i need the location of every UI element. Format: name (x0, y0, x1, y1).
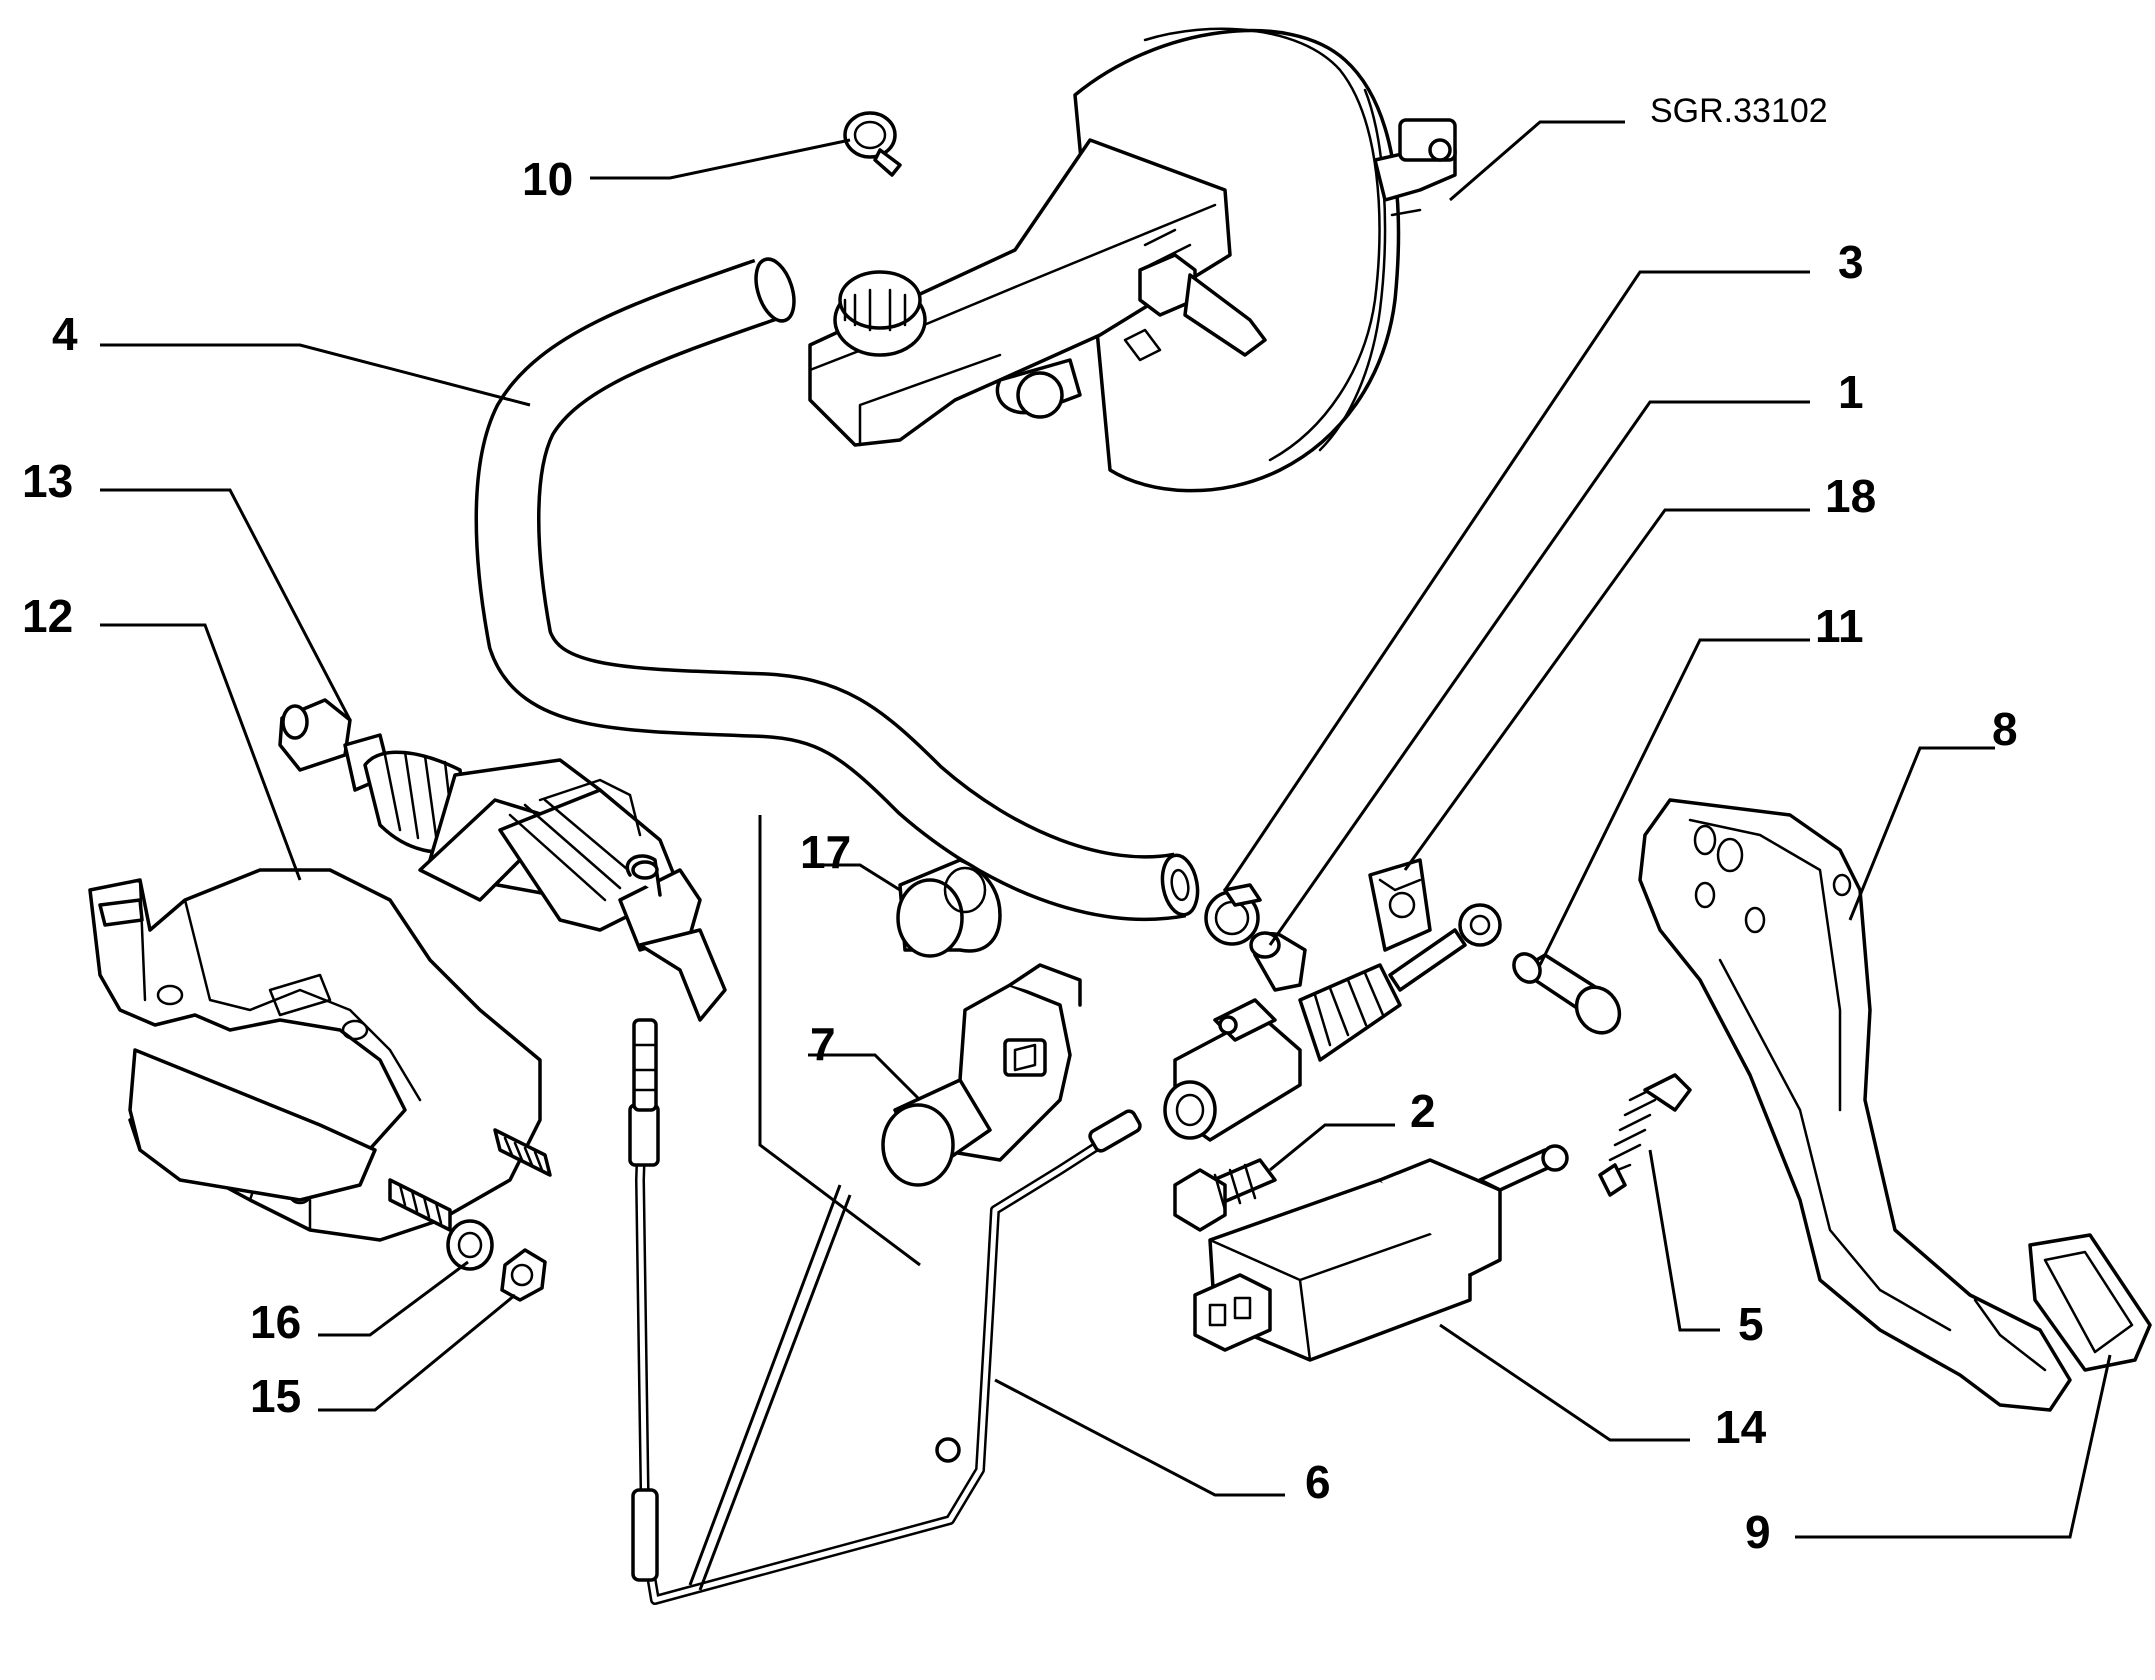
callout-1: 1 (1838, 366, 1864, 418)
callout-12: 12 (22, 590, 73, 642)
bracket-7 (881, 963, 1082, 1187)
spring-nut-18 (1368, 858, 1432, 952)
leader-lines (100, 120, 2112, 1591)
callout-9: 9 (1745, 1506, 1771, 1558)
callout-13: 13 (22, 455, 73, 507)
hose-clip-10 (843, 111, 902, 177)
callout-8: 8 (1992, 703, 2018, 755)
pedal-switch-14 (1193, 1144, 1569, 1362)
slave-cylinder-13 (278, 698, 727, 1022)
callout-3: 3 (1838, 236, 1864, 288)
callout-15: 15 (250, 1370, 301, 1422)
callout-6: 6 (1305, 1456, 1331, 1508)
callout-5: 5 (1738, 1298, 1764, 1350)
nut-15 (500, 1248, 547, 1302)
pedal-pad-9 (2028, 1233, 2152, 1372)
callout-11: 11 (1815, 600, 1864, 652)
washer-16 (446, 1219, 494, 1271)
callout-14: 14 (1715, 1401, 1767, 1453)
callout-18: 18 (1825, 470, 1876, 522)
callout-16: 16 (250, 1296, 301, 1348)
cover-12 (88, 868, 552, 1242)
clutch-master-cylinder-1 (1163, 903, 1502, 1142)
return-spring-5 (1598, 1073, 1692, 1197)
drawing-code: SGR.33102 (1650, 92, 1828, 130)
callout-17: 17 (800, 826, 851, 878)
bolt-2 (1173, 1158, 1277, 1232)
hydraulic-pipe-6 (628, 1018, 1142, 1605)
callout-labels: SGR.33102 10 4 13 12 3 1 18 11 8 17 7 2 … (22, 92, 2018, 1558)
hose-4 (474, 257, 1200, 922)
clutch-pedal-8 (1638, 798, 2072, 1412)
callout-2: 2 (1410, 1085, 1436, 1137)
hose-clamp-3 (1204, 883, 1262, 946)
pin-11 (1512, 952, 1622, 1035)
callout-4: 4 (52, 308, 78, 360)
fluid-reservoir (808, 138, 1267, 447)
callout-10: 10 (522, 153, 573, 205)
callout-7: 7 (810, 1018, 836, 1070)
bush-17 (896, 858, 1002, 958)
brake-booster (1073, 27, 1457, 493)
